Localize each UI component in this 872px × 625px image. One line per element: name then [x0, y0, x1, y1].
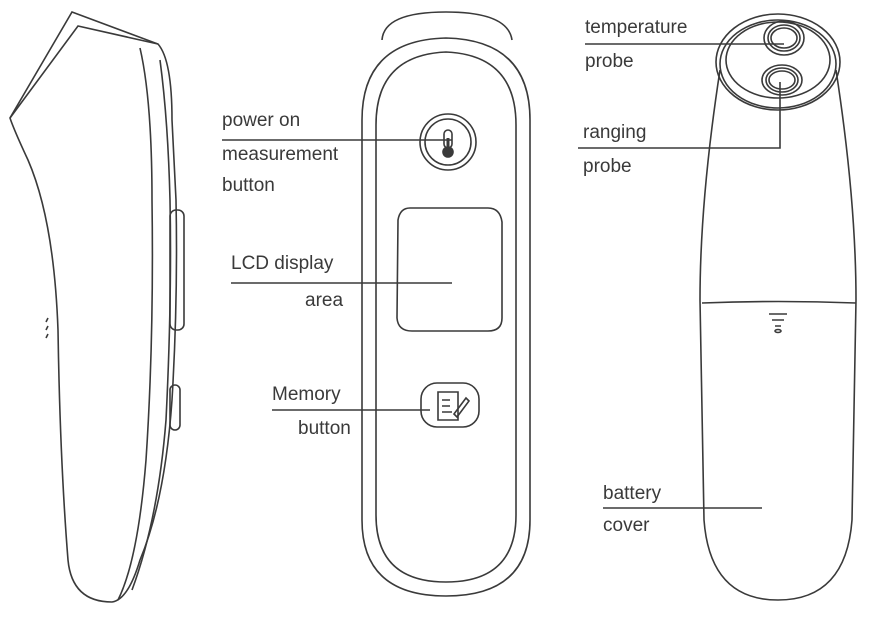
power-button-label-2: measurement: [222, 144, 339, 165]
temperature-probe-label-1: temperature: [585, 17, 688, 38]
battery-cover-seam: [701, 300, 857, 304]
ranging-probe-label-2: probe: [583, 156, 632, 177]
power-button-label-3: button: [222, 175, 275, 196]
ranging-probe: [761, 64, 803, 96]
temperature-probe-label-2: probe: [585, 51, 634, 72]
memory-label-2: button: [298, 418, 351, 439]
memory-button[interactable]: [420, 382, 480, 428]
battery-cover-label-2: cover: [603, 515, 650, 536]
battery-cover-label-1: battery: [603, 483, 662, 504]
lcd-label-2: area: [305, 290, 344, 311]
temperature-probe: [763, 20, 805, 56]
power-button-label-1: power on: [222, 110, 301, 131]
lcd-display: [396, 207, 503, 332]
thermometer-icon: [442, 129, 454, 158]
front-view: [222, 11, 531, 597]
memo-edit-icon: [437, 391, 471, 421]
memory-label-1: Memory: [272, 384, 341, 405]
battery-latch-icon: [769, 313, 787, 334]
side-view: [9, 11, 185, 603]
power-button[interactable]: [419, 113, 477, 171]
back-view: [578, 13, 857, 601]
lcd-label-1: LCD display: [231, 253, 334, 274]
ranging-probe-label-1: ranging: [583, 122, 647, 143]
